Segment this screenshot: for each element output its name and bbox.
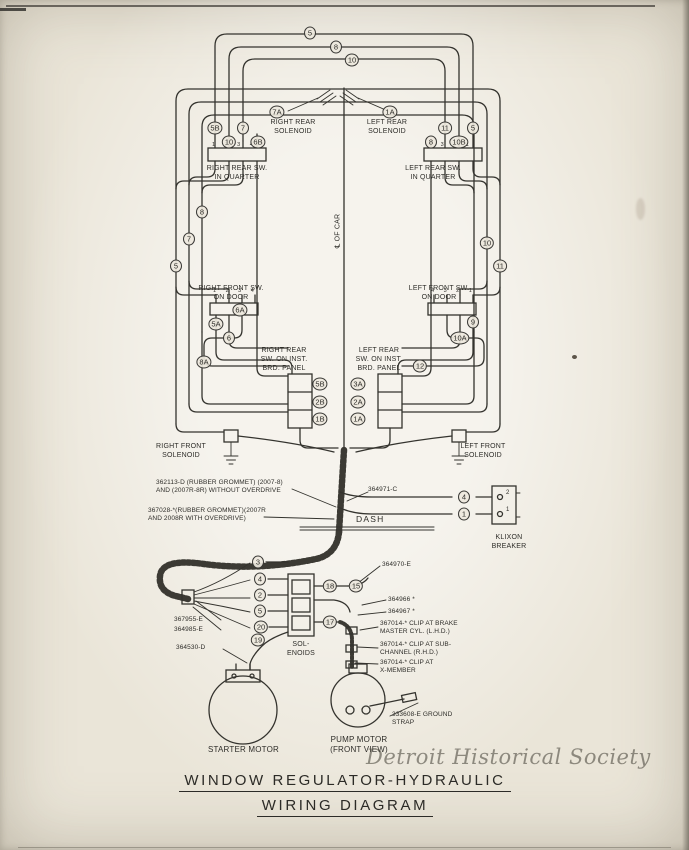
label-left-front-solenoid: LEFT FRONT SOLENOID [460, 443, 506, 460]
label-dash: DASH [356, 514, 385, 524]
wire-callout: 2 [254, 588, 266, 602]
wire-callout: 10 [479, 236, 495, 250]
label-right-rear-sw-inst: RIGHT REAR SW. ON INST. BRD. PANEL [260, 347, 308, 373]
watermark-detroit-historical-society: Detroit Historical Society [366, 745, 651, 769]
wire-callout: 3 [252, 555, 264, 569]
body-ground-symbols [287, 89, 389, 112]
label-clip-x-member: 367014-* CLIP AT X-MEMBER [380, 659, 434, 675]
wire-callout: 5 [304, 26, 316, 40]
diagram-title-line1: WINDOW REGULATOR-HYDRAULIC [179, 772, 511, 792]
klixon-breaker-symbol [337, 485, 521, 525]
label-part-364530: 364530-D [176, 644, 206, 651]
right-rear-quarter-switch [175, 133, 289, 377]
wire-callout: 19 [250, 633, 266, 647]
diagram-title-line2: WIRING DIAGRAM [256, 797, 434, 817]
label-solenoids: SOL- ENOIDS [286, 641, 316, 658]
wire-callout: 1A [382, 105, 398, 119]
label-klixon-breaker: KLIXON BREAKER [491, 534, 527, 551]
label-grommet-with-overdrive: 367028-*(RUBBER GROMMET)(2007R AND 2008R… [148, 507, 266, 523]
label-part-364967: 364967 * [388, 608, 415, 615]
scan-edge-right [682, 0, 689, 850]
wire-callout: 8 [196, 205, 208, 219]
harness-bundle [156, 446, 348, 603]
wire-callout: 18 [322, 579, 338, 593]
wire-callout: 8 [330, 40, 342, 54]
wire-callout: 1B [312, 412, 328, 426]
dash-line [299, 526, 435, 531]
wire-callout: 3A [350, 377, 366, 391]
label-harness-364971: 364971-C [368, 486, 398, 493]
wire-callout: 5 [467, 121, 479, 135]
wire-callout: 5B [207, 121, 223, 135]
label-clip-brake-master: 367014-* CLIP AT BRAKE MASTER CYL. (L.H.… [380, 620, 458, 636]
label-right-rear-solenoid: RIGHT REAR SOLENOID [270, 119, 316, 136]
wire-callout: 7 [237, 121, 249, 135]
terminal-row-rf-door: 1 2 3 4 [213, 288, 254, 294]
wire-callout: 10A [450, 331, 470, 345]
label-grommet-without-overdrive: 362113-D (RUBBER GROMMET) (2007-8) AND (… [156, 479, 283, 495]
solenoid-pack [181, 561, 369, 671]
wire-callout: 8A [196, 355, 212, 369]
wire-callout: 1 [458, 507, 470, 521]
label-left-rear-sw-inst: LEFT REAR SW. ON INST. BRD. PANEL [355, 347, 403, 373]
label-right-front-sw-door: RIGHT FRONT SW. ON DOOR [198, 285, 264, 302]
klixon-terminal-number: 2 [506, 490, 510, 496]
terminal-row-lr-quarter: 4 3 2 1 [428, 142, 469, 148]
label-part-367955: 367955-E [174, 616, 203, 623]
wire-callout: 6 [223, 331, 235, 345]
wire-callout: 6B [250, 135, 266, 149]
top-harness-loops [175, 33, 501, 453]
wire-callout: 2B [312, 395, 328, 409]
wire-callout: 10 [344, 53, 360, 67]
starter-motor-symbol [208, 663, 278, 745]
wire-callout: 15 [348, 579, 364, 593]
diagram-title: WINDOW REGULATOR-HYDRAULIC WIRING DIAGRA… [160, 772, 530, 822]
klixon-terminal-number: 1 [506, 507, 510, 513]
wire-callout: 10 [221, 135, 237, 149]
label-left-rear-solenoid: LEFT REAR SOLENOID [366, 119, 408, 136]
wire-callout: 20 [253, 620, 269, 634]
label-right-rear-sw-quarter: RIGHT REAR SW. IN QUARTER [206, 165, 268, 182]
right-rear-inst-switch [188, 331, 339, 449]
scan-edge-top [6, 5, 655, 7]
label-centerline-of-car: ℄ OF CAR [334, 213, 342, 249]
wire-callout: 11 [438, 121, 452, 135]
wire-callout: 5B [312, 377, 328, 391]
wire-callout: 7A [269, 105, 285, 119]
label-right-front-solenoid: RIGHT FRONT SOLENOID [156, 443, 206, 460]
label-part-364966: 364966 * [388, 596, 415, 603]
paper-stain [572, 355, 577, 359]
wire-callout: 7 [183, 232, 195, 246]
pump-motor-symbol [330, 663, 418, 728]
wire-callout: 4 [254, 572, 266, 586]
label-part-364985: 364985-E [174, 626, 203, 633]
label-starter-motor: STARTER MOTOR [207, 745, 280, 754]
scan-corner-mark [0, 8, 26, 11]
wire-callout: 11 [493, 259, 507, 273]
scan-edge-bottom [18, 846, 671, 848]
front-solenoid-symbols [175, 423, 501, 465]
terminal-row-lf-door: 4 3 2 1 [431, 288, 472, 294]
wire-callout: 8 [425, 135, 437, 149]
wire-callout: 17 [322, 615, 338, 629]
label-pump-motor: PUMP MOTOR (FRONT VIEW) [330, 735, 388, 755]
wire-callout: 5A [208, 317, 224, 331]
wire-callout: 12 [412, 359, 428, 373]
label-clip-sub-channel: 367014-* CLIP AT SUB- CHANNEL (R.H.D.) [380, 641, 452, 657]
wire-callout: 5 [254, 604, 266, 618]
label-left-front-sw-door: LEFT FRONT SW. ON DOOR [408, 285, 470, 302]
wire-callout: 6A [232, 303, 248, 317]
wire-callout: 2A [350, 395, 366, 409]
wire-callout: 5 [170, 259, 182, 273]
wire-callout: 10B [449, 135, 469, 149]
paper-stain [636, 198, 645, 220]
wire-callout: 4 [458, 490, 470, 504]
left-rear-inst-switch [349, 331, 488, 449]
wire-callout: 9 [467, 315, 479, 329]
label-ground-strap: 333608-E GROUND STRAP [392, 711, 453, 727]
label-part-364970: 364970-E [382, 561, 411, 568]
wire-callout: 1A [350, 412, 366, 426]
label-left-rear-sw-quarter: LEFT REAR SW. IN QUARTER [405, 165, 461, 182]
